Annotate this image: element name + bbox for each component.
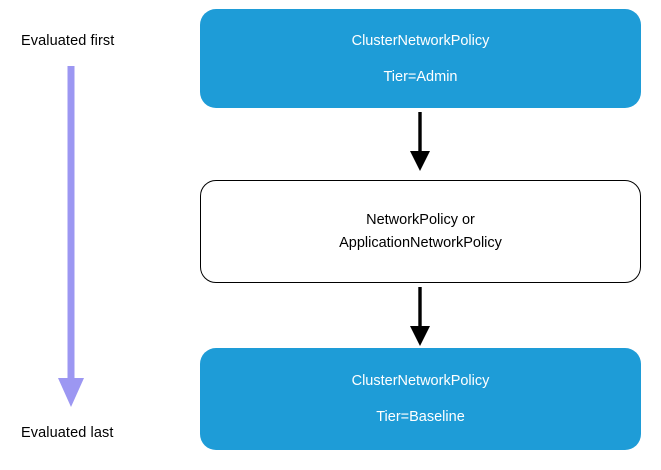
node-cluster-network-policy-baseline[interactable]: ClusterNetworkPolicy Tier=Baseline <box>200 348 641 450</box>
connector-admin-to-policy <box>404 112 436 172</box>
node-network-policy-or-application-network-policy[interactable]: NetworkPolicy or ApplicationNetworkPolic… <box>200 180 641 283</box>
node-baseline-tier: Tier=Baseline <box>376 409 465 425</box>
node-baseline-title: ClusterNetworkPolicy <box>351 373 490 389</box>
evaluation-order-arrow-icon <box>50 60 94 410</box>
node-admin-tier: Tier=Admin <box>383 68 458 85</box>
evaluated-first-label: Evaluated first <box>21 33 115 49</box>
down-arrow-icon <box>410 287 430 346</box>
down-arrow-icon <box>58 66 84 407</box>
node-policy-line-2: ApplicationNetworkPolicy <box>339 235 502 251</box>
node-admin-title: ClusterNetworkPolicy <box>351 32 490 49</box>
evaluated-last-label: Evaluated last <box>21 425 114 441</box>
node-policy-line-1: NetworkPolicy or <box>366 212 475 228</box>
node-cluster-network-policy-admin[interactable]: ClusterNetworkPolicy Tier=Admin <box>200 9 641 108</box>
connector-policy-to-baseline <box>404 287 436 347</box>
down-arrow-icon <box>410 112 430 171</box>
